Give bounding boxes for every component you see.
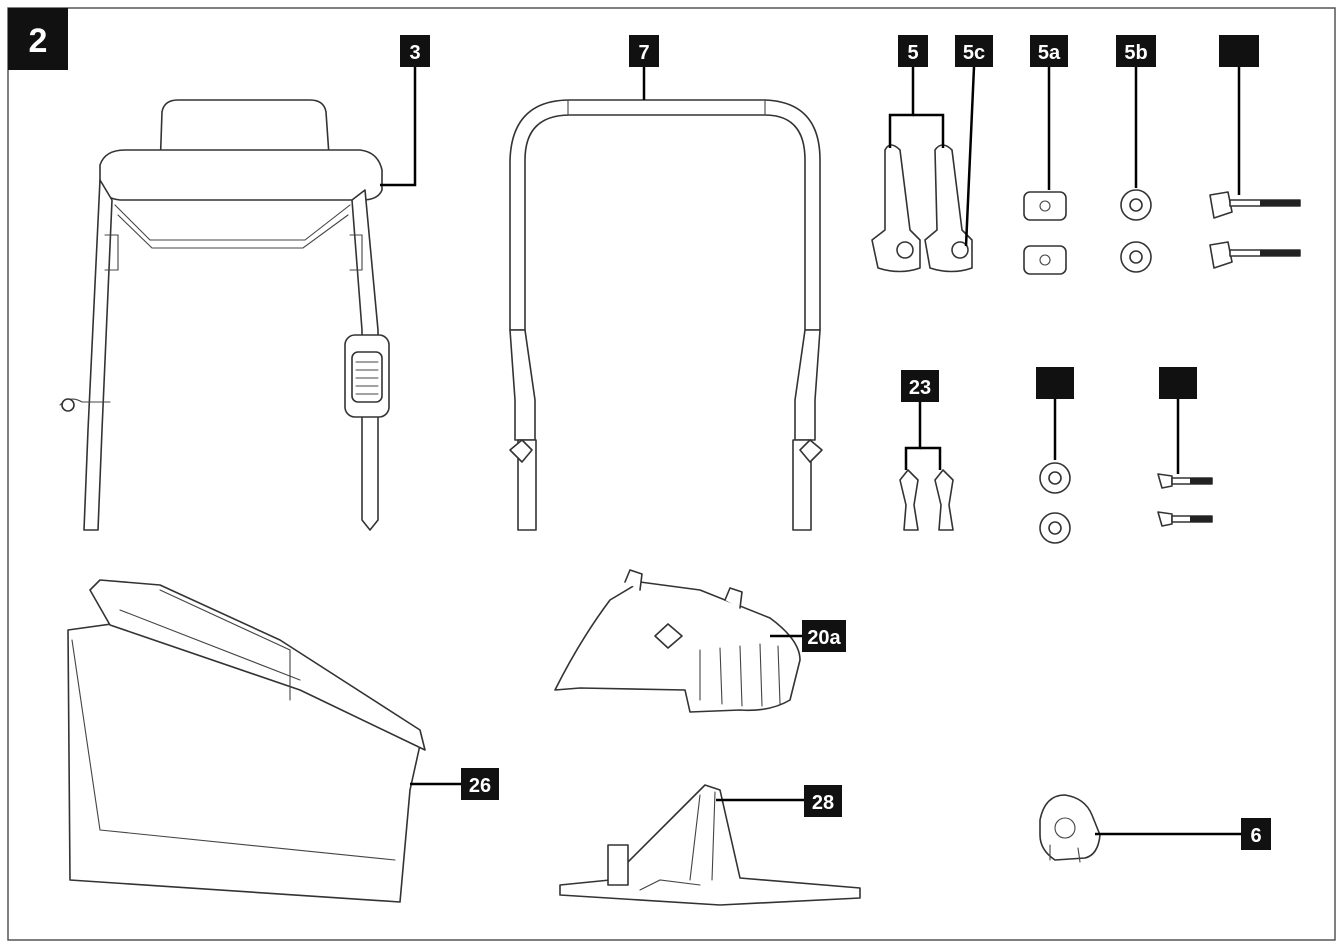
label-6: 6 (1095, 818, 1271, 850)
svg-text:28: 28 (812, 792, 834, 814)
label-5: 5 (888, 35, 945, 148)
lower-handle-part-3 (59, 99, 390, 531)
label-20a: 20a (770, 620, 846, 652)
label-bolt (1159, 367, 1197, 474)
knob-bolts (1209, 191, 1301, 269)
washers (1039, 462, 1071, 544)
label-7: 7 (629, 35, 659, 100)
svg-text:26: 26 (469, 775, 491, 797)
svg-text:20a: 20a (807, 627, 841, 649)
svg-text:5c: 5c (963, 42, 985, 64)
clamp-levers-part-5 (871, 144, 973, 273)
label-23: 23 (901, 370, 942, 470)
svg-text:3: 3 (409, 42, 420, 64)
figure-border (7, 7, 1336, 941)
mulching-insert-part-28 (559, 784, 861, 906)
clip-part-6 (1039, 794, 1101, 863)
figure-number-tag: 2 (8, 8, 68, 70)
label-5a: 5a (1030, 35, 1068, 190)
grass-catcher-part-26 (67, 579, 426, 903)
svg-text:7: 7 (638, 42, 649, 64)
label-26: 26 (410, 768, 499, 800)
quick-release-levers-part-23 (899, 469, 954, 531)
bolts (1157, 473, 1213, 527)
figure-number: 2 (29, 22, 48, 60)
cover-part-20a (554, 569, 801, 713)
svg-text:23: 23 (909, 377, 931, 399)
label-washer (1036, 367, 1074, 460)
svg-text:5b: 5b (1124, 42, 1147, 64)
svg-text:6: 6 (1250, 825, 1261, 847)
clamp-pieces-part-5a (1023, 191, 1067, 275)
label-3: 3 (380, 35, 430, 187)
svg-text:5: 5 (907, 42, 918, 64)
upper-handle-part-7 (509, 99, 823, 531)
label-28: 28 (716, 785, 842, 817)
label-5c: 5c (955, 35, 993, 247)
label-knob-bolt (1219, 35, 1259, 195)
washers-part-5b (1120, 189, 1152, 273)
label-5b: 5b (1116, 35, 1156, 188)
svg-text:5a: 5a (1038, 42, 1061, 64)
